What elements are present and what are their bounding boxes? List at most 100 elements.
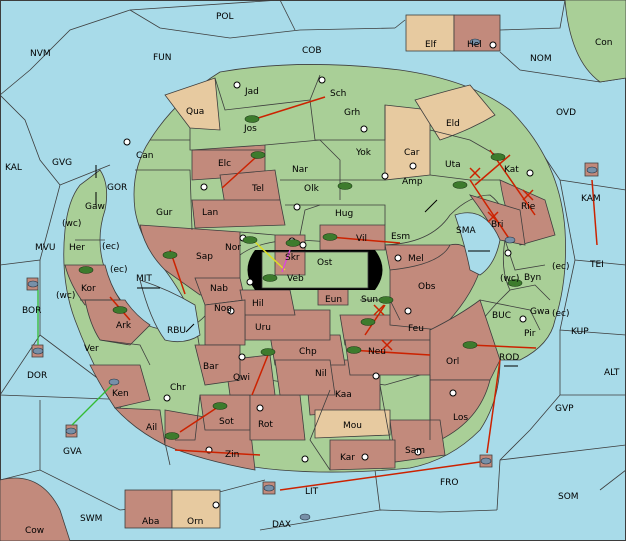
territory-Bar[interactable] <box>194 344 241 386</box>
coast-label: (ec) <box>552 262 570 272</box>
label-Zin: Zin <box>225 450 239 460</box>
label-Gur: Gur <box>156 208 173 218</box>
territory-Ark[interactable] <box>84 299 151 346</box>
coast-label: (wc) <box>62 219 81 229</box>
label-Kat: Kat <box>504 165 519 175</box>
label-Vil: Vil <box>356 234 367 244</box>
label-Kor: Kor <box>81 284 96 294</box>
label-GVA: GVA <box>63 447 83 457</box>
label-DAX: DAX <box>272 520 291 530</box>
territory-Hil[interactable] <box>239 289 296 316</box>
label-Sch: Sch <box>330 89 346 99</box>
label-Grh: Grh <box>344 108 360 118</box>
territory-Aba[interactable] <box>124 489 173 529</box>
label-Eun: Eun <box>325 295 342 305</box>
label-Ark: Ark <box>116 321 132 331</box>
label-Feu: Feu <box>408 324 424 334</box>
label-Sot: Sot <box>219 417 234 427</box>
passage-arrows <box>95 165 518 367</box>
label-Mel: Mel <box>408 254 424 264</box>
label-Lan: Lan <box>202 208 218 218</box>
coast-label: (wc) <box>500 274 519 284</box>
label-Yok: Yok <box>355 148 372 158</box>
territory-Nil[interactable] <box>274 359 336 396</box>
label-Nab: Nab <box>210 284 228 294</box>
label-Elf: Elf <box>425 40 437 50</box>
label-Nil: Nil <box>315 369 327 379</box>
label-Bar: Bar <box>203 362 219 372</box>
label-POL: POL <box>216 12 234 22</box>
label-Amp: Amp <box>402 177 423 187</box>
label-Sun: Sun <box>361 295 378 305</box>
label-Hel: Hel <box>467 40 482 50</box>
label-Orl: Orl <box>446 357 459 367</box>
territory-Lan[interactable] <box>191 199 286 229</box>
territory-Vil[interactable] <box>319 224 386 251</box>
territory-Orl[interactable] <box>429 299 501 381</box>
label-Chp: Chp <box>299 347 317 357</box>
label-ALT: ALT <box>604 368 620 378</box>
label-ROD: ROD <box>499 353 519 363</box>
territory-Qua[interactable] <box>164 77 221 131</box>
army-units <box>78 115 523 440</box>
label-Orn: Orn <box>187 517 203 527</box>
label-NVM: NVM <box>30 49 51 59</box>
label-Obs: Obs <box>418 282 436 292</box>
territory-Ken[interactable] <box>89 364 151 409</box>
territory-labels: POL NVM FUN COB NOM Con Elf Hel OVD KAL … <box>5 12 620 536</box>
label-Byn: Byn <box>524 273 541 283</box>
label-NOM: NOM <box>530 54 552 64</box>
label-Can: Can <box>136 151 154 161</box>
label-Nar: Nar <box>292 165 308 175</box>
fleet-units <box>27 38 598 521</box>
territory-Elf[interactable] <box>405 14 455 52</box>
territory-Car[interactable] <box>384 104 431 181</box>
label-BUC: BUC <box>492 311 511 321</box>
label-Jos: Jos <box>243 124 257 134</box>
label-BOR: BOR <box>22 306 41 316</box>
label-RBU: RBU <box>167 326 186 336</box>
label-Her: Her <box>69 243 85 253</box>
territory-Mou[interactable] <box>314 409 391 439</box>
label-Rot: Rot <box>258 420 273 430</box>
territory-borders <box>75 74 551 471</box>
label-Rie: Rie <box>521 202 536 212</box>
territory-Orn[interactable] <box>171 489 221 529</box>
label-Kaa: Kaa <box>335 390 352 400</box>
territory-Rot[interactable] <box>249 394 306 441</box>
label-Jad: Jad <box>244 87 259 97</box>
label-Sap: Sap <box>196 252 213 262</box>
sea-SMA[interactable] <box>454 212 501 276</box>
label-Qua: Qua <box>186 107 204 117</box>
convoy-line <box>254 241 286 271</box>
label-Pir: Pir <box>524 329 536 339</box>
territory-Con[interactable] <box>564 0 626 83</box>
label-Ail: Ail <box>146 423 157 433</box>
label-MVU: MVU <box>35 243 56 253</box>
territory-Mel[interactable] <box>384 244 451 271</box>
support-line <box>71 384 113 426</box>
label-Cow: Cow <box>25 526 44 536</box>
label-Nor: Nor <box>225 243 241 253</box>
sea-RBU[interactable] <box>139 279 201 343</box>
label-Aba: Aba <box>142 517 159 527</box>
label-Chr: Chr <box>170 383 186 393</box>
label-Veb: Veb <box>287 274 304 284</box>
label-Hil: Hil <box>252 299 264 309</box>
label-LIT: LIT <box>305 487 319 497</box>
label-Skr: Skr <box>285 253 300 263</box>
label-Con: Con <box>595 38 613 48</box>
label-Nog: Nog <box>214 304 232 314</box>
label-Kar: Kar <box>340 453 355 463</box>
label-FUN: FUN <box>153 53 172 63</box>
label-TEI: TEI <box>589 260 604 270</box>
territory-Nog[interactable] <box>204 299 246 346</box>
label-SMA: SMA <box>456 226 476 236</box>
label-Sam: Sam <box>405 446 425 456</box>
territory-Cow[interactable] <box>0 477 71 541</box>
label-Mou: Mou <box>343 421 362 431</box>
label-Neu: Neu <box>368 347 386 357</box>
coast-label: (ec) <box>110 265 128 275</box>
label-GVG: GVG <box>52 158 72 168</box>
